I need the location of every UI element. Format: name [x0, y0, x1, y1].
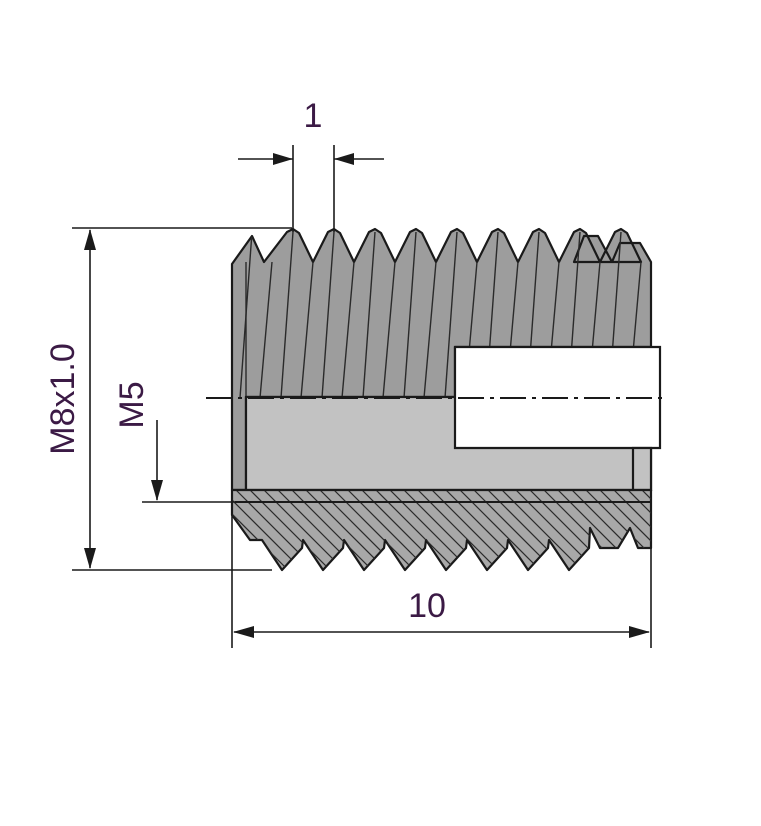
inner-thread-label: M5 [113, 381, 151, 428]
outer-thread-dimension: M8x1.0 [44, 227, 292, 571]
pitch-label: 1 [304, 97, 323, 135]
length-dimension: 10 [231, 500, 652, 648]
outer-thread-label: M8x1.0 [44, 343, 82, 455]
insert-body-upper [230, 227, 653, 492]
length-label: 10 [408, 587, 446, 625]
inner-thread-dimension: M5 [113, 381, 236, 503]
pitch-dimension: 1 [238, 97, 384, 232]
bore-counterbore [631, 446, 653, 492]
